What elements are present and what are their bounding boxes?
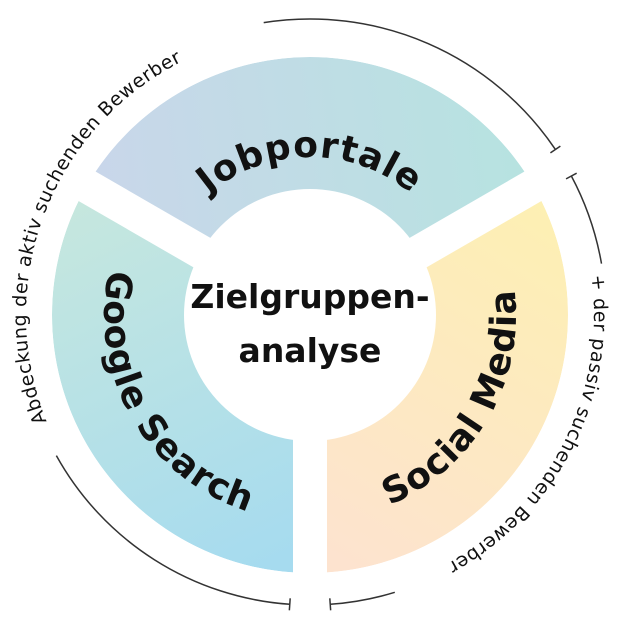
active-bracket-bottom-arc — [55, 455, 290, 606]
active-bracket-top-arc — [263, 18, 557, 150]
bracket-end-tick — [550, 145, 561, 154]
segment-jobportale — [86, 57, 534, 256]
bracket-end-tick — [565, 172, 578, 180]
bracket-lines — [55, 18, 603, 611]
center-title-line1: Zielgruppen- — [190, 277, 429, 316]
segment-google-search — [51, 186, 311, 573]
passive-bracket-top-arc — [570, 175, 603, 264]
center-circle — [184, 189, 436, 441]
passive-bracket-bottom-arc — [330, 591, 396, 606]
bracket-end-tick — [288, 598, 291, 611]
bracket-end-tick — [329, 598, 332, 611]
segment-social-media — [310, 186, 569, 573]
center-title-line2: analyse — [239, 331, 382, 370]
